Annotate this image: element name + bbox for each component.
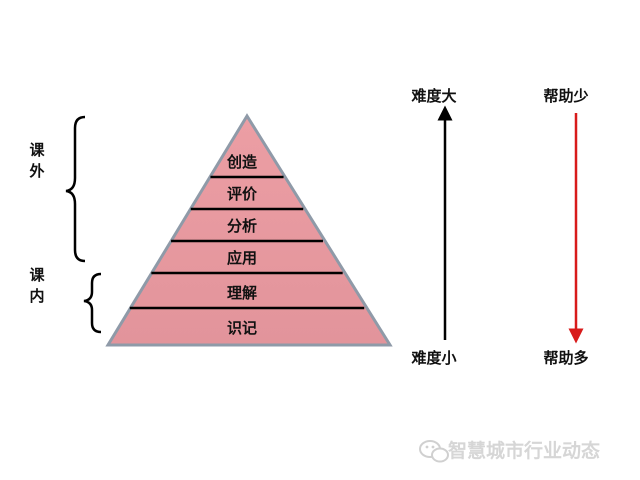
pyramid-level-label: 识记: [227, 319, 257, 337]
inside-bracket: [83, 272, 102, 334]
wechat-icon: [419, 440, 449, 463]
difficulty-top-label: 难度大: [410, 87, 456, 105]
outside-bracket-label-1: 课: [29, 141, 45, 159]
pyramid-level-label: 创造: [226, 153, 257, 171]
pyramid-level-label: 分析: [227, 217, 257, 235]
pyramid-body: [105, 113, 393, 347]
difficulty-bottom-label: 难度小: [410, 349, 456, 367]
pyramid-dividers: [129, 175, 365, 310]
inside-bracket-label-2: 内: [29, 287, 44, 305]
outside-bracket: [65, 115, 86, 263]
pyramid-level-label: 应用: [227, 249, 257, 267]
watermark-text: 智慧城市行业动态: [448, 439, 600, 462]
outside-bracket-label-2: 外: [28, 162, 44, 180]
pyramid-level-label: 评价: [227, 185, 258, 203]
watermark: 智慧城市行业动态: [419, 439, 600, 463]
help-bottom-label: 帮助多: [543, 349, 588, 367]
inside-bracket-label-1: 课: [29, 266, 45, 284]
pyramid-level-label: 理解: [227, 284, 257, 302]
help-top-label: 帮助少: [543, 87, 588, 105]
